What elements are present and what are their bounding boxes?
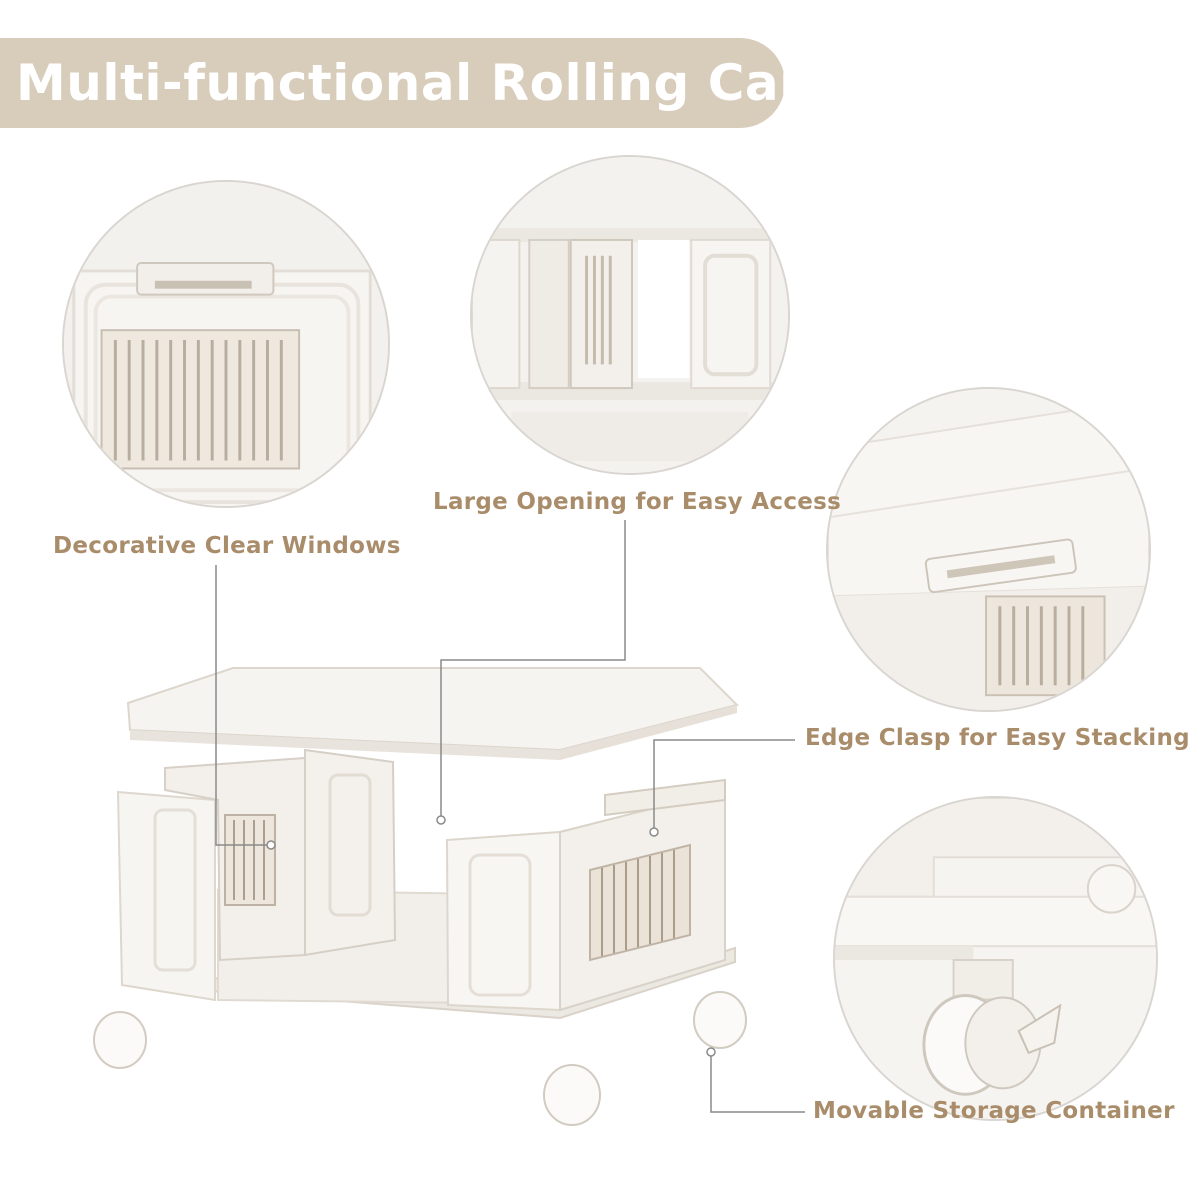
callout-movable-storage-container: Movable Storage Container xyxy=(813,1098,1175,1124)
zoom-circle-edge-clasp xyxy=(826,387,1151,712)
zoom-circle-clear-windows xyxy=(62,180,390,508)
zoom-circle-large-opening xyxy=(470,155,790,475)
title-banner: Multi-functional Rolling Cart xyxy=(0,38,828,128)
callout-decorative-clear-windows: Decorative Clear Windows xyxy=(53,533,401,559)
page-title: Multi-functional Rolling Cart xyxy=(16,54,829,112)
zoom-circle-caster-wheel xyxy=(833,796,1158,1121)
callout-large-opening: Large Opening for Easy Access xyxy=(433,489,842,515)
callout-edge-clasp: Edge Clasp for Easy Stacking xyxy=(805,725,1190,751)
